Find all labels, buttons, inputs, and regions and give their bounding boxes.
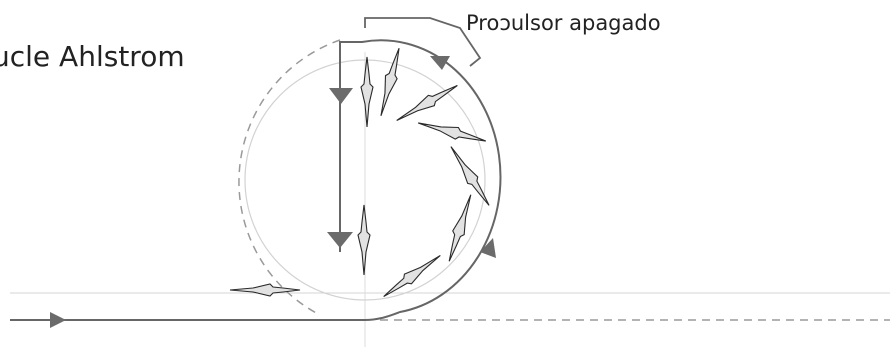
callout-label: Proɔulsor apagado <box>466 11 661 35</box>
callout-label-mirrored-letter: ɔ <box>499 11 511 35</box>
callout-label-suffix: ulsor apagado <box>511 11 661 35</box>
maneuver-title: ucle Ahlstrom <box>0 40 185 73</box>
callout-label-prefix: Pro <box>466 11 499 35</box>
